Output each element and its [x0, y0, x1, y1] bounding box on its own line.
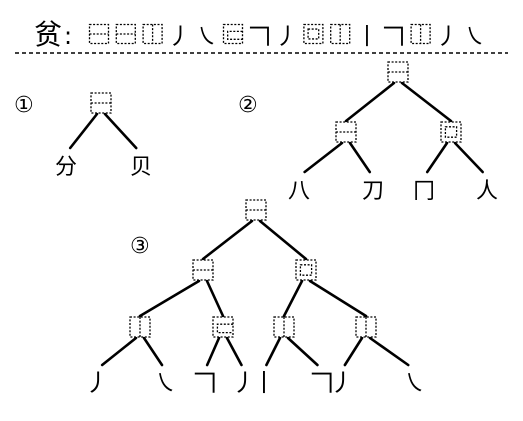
edge-RR-s7 [343, 336, 364, 367]
edge-LR-s3 [205, 336, 221, 367]
edge-R-r1 [425, 141, 449, 174]
header-stroke-10: 丨 [356, 24, 379, 50]
tree-2-node-r [387, 61, 409, 83]
header-box-12 [410, 23, 431, 45]
edge-r-L [201, 219, 254, 261]
tree-3-node-LL [129, 316, 151, 338]
tree-1-node-r [90, 92, 112, 114]
edge-R-r2 [453, 141, 484, 174]
edge-L-l2 [348, 141, 372, 174]
edge-R-RR [308, 279, 368, 318]
header-stroke-4: ㇏ [195, 24, 218, 50]
header-stroke-13: 丿 [436, 24, 459, 50]
edge-RL-s5 [265, 336, 282, 367]
tree-2-leaf-r2: 人 [476, 179, 498, 204]
header-stroke-3: 丿 [168, 24, 191, 50]
edge-L-LR [205, 279, 225, 318]
tree-3-leaf-s7: 丿 [330, 369, 354, 397]
tree-3-node-RL [273, 316, 295, 338]
header-box-8 [303, 23, 324, 45]
tree-3-leaf-s6: 𠃍 [310, 369, 334, 397]
edge-r-L [344, 81, 396, 123]
edge-r-R [400, 81, 453, 123]
tree-1-leaf-a: 分 [55, 155, 77, 180]
edge-R-RL [282, 279, 304, 318]
edge-L-LL [138, 279, 201, 318]
tree-3-leaf-s2: ㇏ [153, 369, 177, 397]
tree-2-leaf-l1: 八 [288, 179, 310, 204]
edge-r-R [258, 219, 308, 261]
header-stroke-14: ㇏ [463, 24, 486, 50]
tree-1: ① 分 贝 [14, 92, 152, 180]
header-stroke-7: 丿 [275, 24, 298, 50]
tree-3-leaf-s3: 𠃍 [193, 369, 217, 397]
edge-RR-s8 [368, 336, 410, 367]
tree-3-number: ③ [130, 234, 150, 259]
tree-2-node-R [440, 121, 462, 143]
tree-3-node-L [192, 259, 214, 281]
edge-LL-s1 [100, 336, 138, 367]
tree-2-leaf-l2: 刀 [362, 179, 384, 204]
edge-LL-s2 [142, 336, 164, 367]
edge-LR-s4 [225, 336, 243, 367]
tree-3-leaf-s4: 丿 [232, 369, 256, 397]
header-stroke-6: 𠃍 [248, 24, 271, 50]
header-box-0 [88, 23, 110, 45]
tree-2-number: ② [238, 93, 258, 118]
header-box-5 [222, 23, 244, 45]
tree-2-node-L [335, 121, 357, 143]
edge-L-l1 [303, 141, 344, 174]
tree-2: ② 八 刀 冂 人 [238, 61, 498, 204]
tree-1-leaf-b: 贝 [130, 155, 152, 180]
tree-3-node-r [245, 199, 267, 221]
tree-2-leaf-r1: 冂 [413, 179, 435, 204]
edge-r-a [68, 112, 99, 150]
tree-3-node-LR [212, 316, 234, 338]
header-box-1 [115, 23, 136, 45]
tree-3-leaf-s8: ㇏ [402, 369, 426, 397]
tree-3-leaf-s1: 丿 [85, 369, 109, 397]
header-character: 贫 [34, 18, 62, 51]
edge-RL-s6 [286, 336, 319, 367]
tree-3-node-R [295, 259, 317, 281]
tree-3-node-RR [355, 316, 377, 338]
edge-r-b [103, 112, 138, 150]
header-colon: : [64, 22, 72, 50]
header-stroke-11: 𠃍 [382, 24, 405, 50]
header-box-2 [142, 23, 163, 45]
tree-1-number: ① [14, 93, 34, 118]
tree-3-leaf-s5: 丨 [252, 369, 276, 397]
header-box-9 [330, 23, 351, 45]
